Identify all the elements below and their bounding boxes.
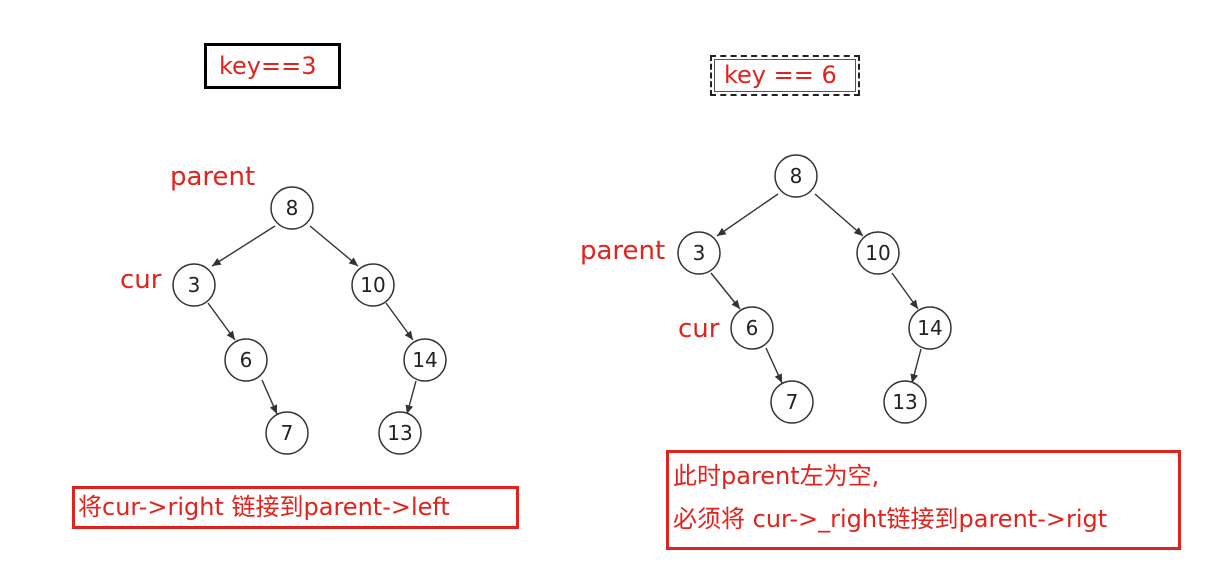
svg-text:6: 6 bbox=[240, 348, 253, 372]
svg-text:6: 6 bbox=[746, 316, 759, 340]
svg-text:3: 3 bbox=[188, 273, 201, 297]
edge-6-7 bbox=[261, 379, 278, 415]
edge-14-13 bbox=[910, 348, 922, 384]
tree-node: 14 bbox=[403, 338, 447, 382]
cur-label: cur bbox=[678, 314, 720, 344]
parent-label: parent bbox=[580, 236, 665, 266]
tree-node: 13 bbox=[378, 411, 422, 455]
edge-8-10 bbox=[309, 225, 359, 267]
tree-node: 10 bbox=[856, 231, 900, 275]
key-label: key==3 bbox=[219, 52, 317, 80]
edge-8-3 bbox=[211, 225, 276, 267]
caption-line-1: 此时parent左为空, bbox=[673, 462, 880, 490]
tree-node: 14 bbox=[908, 306, 952, 350]
svg-text:7: 7 bbox=[786, 390, 799, 414]
right-tree: 8 3 10 6 14 7 13 parent cur bbox=[580, 154, 952, 424]
key-label: key == 6 bbox=[724, 61, 837, 89]
edge-6-7 bbox=[765, 347, 783, 384]
tree-node: 10 bbox=[351, 263, 395, 307]
svg-text:3: 3 bbox=[693, 241, 706, 265]
tree-node: 7 bbox=[770, 380, 814, 424]
edge-14-13 bbox=[405, 380, 417, 415]
key-label-box: key == 6 bbox=[710, 55, 860, 96]
caption-box: 将cur->right 链接到parent->left bbox=[72, 486, 519, 529]
edge-3-6 bbox=[710, 272, 741, 310]
caption-box: 此时parent左为空, 必须将 cur->_right链接到parent->r… bbox=[666, 450, 1181, 550]
cur-label: cur bbox=[120, 265, 162, 295]
edge-3-6 bbox=[207, 302, 236, 341]
svg-text:13: 13 bbox=[387, 421, 412, 445]
svg-text:8: 8 bbox=[286, 196, 299, 220]
edge-10-14 bbox=[891, 272, 919, 310]
tree-node: 7 bbox=[265, 411, 309, 455]
caption-text: 将cur->right 链接到parent->left bbox=[78, 493, 450, 521]
edge-10-14 bbox=[385, 302, 414, 341]
tree-node: 6 bbox=[224, 338, 268, 382]
tree-node: 13 bbox=[883, 380, 927, 424]
caption-line-2: 必须将 cur->_right链接到parent->rigt bbox=[673, 505, 1108, 533]
parent-label: parent bbox=[170, 162, 255, 192]
edge-8-10 bbox=[814, 193, 864, 237]
left-tree: 8 3 10 6 14 7 13 parent cur bbox=[120, 162, 447, 455]
svg-text:13: 13 bbox=[892, 390, 917, 414]
tree-node: 8 bbox=[270, 186, 314, 230]
svg-text:14: 14 bbox=[917, 316, 942, 340]
tree-node: 3 bbox=[172, 263, 216, 307]
svg-text:7: 7 bbox=[281, 421, 294, 445]
edge-8-3 bbox=[716, 193, 779, 237]
svg-text:14: 14 bbox=[412, 348, 437, 372]
svg-text:10: 10 bbox=[865, 241, 890, 265]
svg-text:8: 8 bbox=[790, 164, 803, 188]
key-label-box: key==3 bbox=[204, 43, 341, 89]
svg-text:10: 10 bbox=[360, 273, 385, 297]
tree-node: 6 bbox=[730, 306, 774, 350]
tree-node: 8 bbox=[774, 154, 818, 198]
tree-node: 3 bbox=[677, 231, 721, 275]
